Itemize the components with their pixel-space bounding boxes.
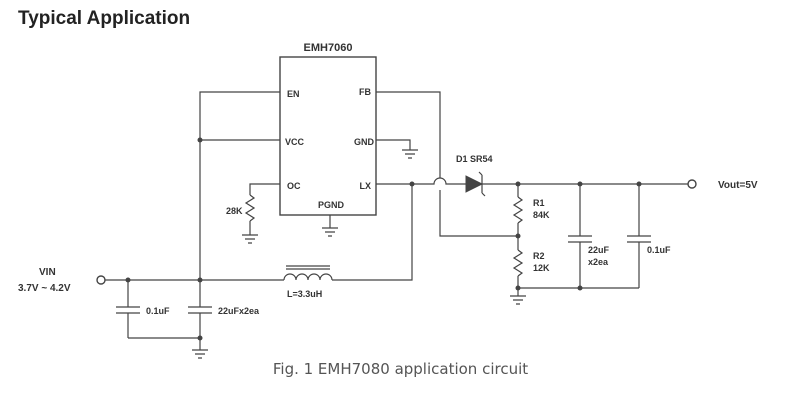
- vin-label: VIN: [39, 267, 56, 278]
- cin-bulk-value: 22uFx2ea: [218, 306, 260, 316]
- ground-icon: [510, 295, 526, 305]
- inductor-core: [286, 265, 330, 270]
- pin-lx-label: LX: [359, 181, 371, 191]
- junction-dot: [197, 137, 203, 143]
- page-title: Typical Application: [18, 8, 191, 29]
- vin-terminal: [96, 275, 106, 285]
- r1-value: 84K: [533, 210, 550, 220]
- ground-icon: [322, 227, 338, 237]
- inductor: [283, 273, 333, 281]
- r2-label: R2: [533, 251, 545, 261]
- ic-block: [279, 56, 377, 216]
- junction-dot: [197, 335, 203, 341]
- resistor-oc-value: 28K: [226, 206, 243, 216]
- ground-icon: [402, 149, 418, 159]
- capacitor-cout-bulk: [568, 184, 592, 288]
- pin-pgnd-label: PGND: [318, 200, 345, 210]
- cin-small-value: 0.1uF: [146, 306, 170, 316]
- vout-terminal: [687, 179, 697, 189]
- vin-range-label: 3.7V ~ 4.2V: [18, 283, 71, 294]
- junction-dot: [409, 181, 415, 187]
- junction-dot: [515, 233, 521, 239]
- pin-fb-label: FB: [359, 87, 371, 97]
- pin-en-label: EN: [287, 89, 300, 99]
- ground-icon: [242, 234, 258, 244]
- cout-bulk-value: 22uF: [588, 245, 610, 255]
- lx-inductor-wire: [332, 184, 413, 281]
- cout-bulk-count: x2ea: [588, 257, 609, 267]
- inductor-value: L=3.3uH: [287, 289, 322, 299]
- capacitor-cin-small: [116, 280, 140, 338]
- pin-oc-label: OC: [287, 181, 301, 191]
- junction-dot: [577, 285, 583, 291]
- oc-wire: [249, 183, 280, 195]
- lx-wire: [376, 177, 466, 185]
- capacitor-cin-bulk: [188, 280, 212, 350]
- diode-d1: [465, 171, 486, 197]
- pin-gnd-label: GND: [354, 137, 375, 147]
- capacitor-cout-small: [627, 184, 651, 288]
- pin-vcc-label: VCC: [285, 137, 305, 147]
- fb-feedback-wire: [376, 91, 518, 237]
- junction-dot: [515, 285, 521, 291]
- r2-value: 12K: [533, 263, 550, 273]
- r1-label: R1: [533, 198, 545, 208]
- figure-caption: Fig. 1 EMH7080 application circuit: [272, 360, 529, 378]
- en-vcc-bus-wire: [199, 91, 280, 280]
- resistor-oc: [244, 194, 256, 222]
- gnd-wire: [376, 139, 411, 150]
- ic-name: EMH7060: [304, 42, 353, 54]
- resistor-r2: [512, 249, 524, 277]
- resistor-r1: [512, 196, 524, 224]
- diode-label: D1 SR54: [456, 154, 493, 164]
- ground-icon: [192, 349, 208, 359]
- vout-label: Vout=5V: [718, 180, 758, 191]
- cout-small-value: 0.1uF: [647, 245, 671, 255]
